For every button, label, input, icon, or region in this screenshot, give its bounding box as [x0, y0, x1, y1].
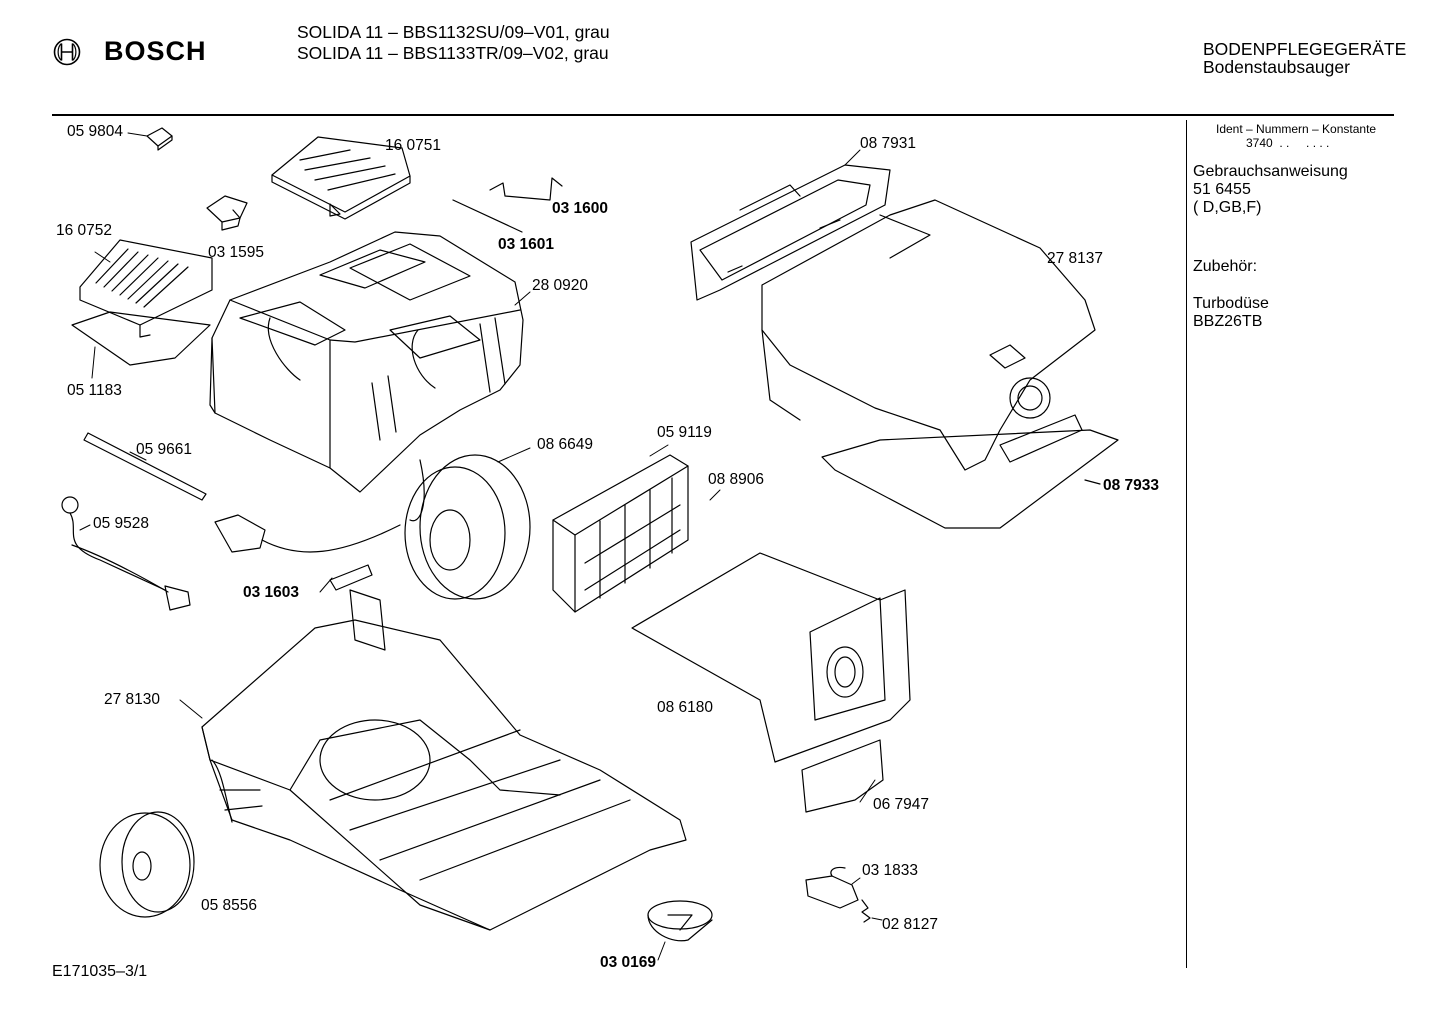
filter-cover-part [80, 240, 212, 337]
part-label: 05 9804 [67, 123, 124, 140]
part-label: 08 8906 [708, 471, 765, 488]
hinged-frame-part [691, 165, 890, 300]
part-label: 16 0752 [56, 222, 113, 239]
header-rule [52, 114, 1394, 116]
part-label: 03 1603 [243, 584, 300, 601]
dust-bag-part [632, 553, 910, 762]
model-line: SOLIDA 11 – BBS1132SU/09–V01, grau [297, 22, 610, 42]
part-label: 06 7947 [873, 796, 930, 813]
accessory-block: Turbodüse BBZ26TB [1193, 295, 1269, 331]
category-title: BODENPFLEGEGERÄTE [1203, 39, 1407, 59]
sidebar-rule [1186, 120, 1187, 968]
ident-label: Ident – Nummern – Konstante [1216, 122, 1377, 136]
model-list: SOLIDA 11 – BBS1132SU/09–V01, grau SOLID… [297, 22, 610, 64]
part-label: 05 9528 [93, 515, 150, 532]
top-cover-part [762, 200, 1095, 470]
accessories-label: Zubehör: [1193, 258, 1258, 275]
model-line: SOLIDA 11 – BBS1133TR/09–V02, grau [297, 43, 609, 63]
brand-name: BOSCH [104, 36, 207, 66]
part-label: 08 6180 [657, 699, 714, 716]
leader-lines [80, 133, 882, 960]
brand-block: BOSCH [52, 36, 207, 67]
manual-block: Gebrauchsanweisung 51 6455 ( D,GB,F) [1193, 163, 1348, 217]
part-label: 08 6649 [537, 436, 594, 453]
clip-part [147, 128, 172, 150]
vented-lid-part [272, 137, 410, 219]
part-label: 05 9661 [136, 441, 193, 458]
upper-housing-part [210, 232, 523, 492]
part-label: 03 1833 [862, 862, 919, 879]
manual-label: Gebrauchsanweisung [1193, 163, 1348, 180]
part-label: 08 7931 [860, 135, 917, 152]
accessory-code: BBZ26TB [1193, 313, 1263, 330]
part-label: 27 8137 [1047, 250, 1104, 267]
part-label: 03 1601 [498, 236, 555, 253]
part-label: 28 0920 [532, 277, 589, 294]
button-part [207, 196, 247, 230]
ident-value: 3740 . . . . . . [1246, 136, 1330, 150]
part-label: 05 8556 [201, 897, 258, 914]
base-housing-part [202, 590, 686, 930]
filter-mat-part [72, 312, 210, 365]
bosch-logo-icon [53, 38, 81, 65]
category-block: BODENPFLEGEGERÄTE Bodenstaubsauger [1203, 40, 1406, 76]
part-label: 03 1600 [552, 200, 609, 217]
filter-grid-part [553, 455, 688, 612]
strap-part [84, 433, 206, 500]
document-id: E171035–3/1 [52, 963, 148, 980]
seal-part [822, 430, 1118, 528]
cable-reel-part [215, 455, 530, 599]
rod-part [453, 200, 522, 232]
part-label: 27 8130 [104, 691, 161, 708]
category-subtitle: Bodenstaubsauger [1203, 57, 1350, 77]
part-label: 05 9119 [657, 424, 712, 441]
bag-holder-part [802, 740, 883, 812]
latch-part [806, 867, 870, 922]
wheel-part [100, 812, 194, 917]
part-label: 03 0169 [600, 954, 657, 971]
part-label: 16 0751 [385, 137, 442, 154]
manual-number: 51 6455 [1193, 181, 1251, 198]
part-label: 03 1595 [208, 244, 265, 261]
leader-line [1085, 480, 1100, 484]
part-label: 05 1183 [67, 382, 122, 399]
manual-languages: ( D,GB,F) [1193, 199, 1262, 216]
part-label: 08 7933 [1103, 477, 1160, 494]
accessory-name: Turbodüse [1193, 295, 1269, 312]
ident-block: Ident – Nummern – Konstante 3740 . . . .… [1216, 122, 1376, 150]
cap-part [648, 901, 712, 941]
cable-harness-part [62, 497, 190, 610]
wire-bracket-part [490, 178, 562, 200]
part-label: 02 8127 [882, 916, 939, 933]
